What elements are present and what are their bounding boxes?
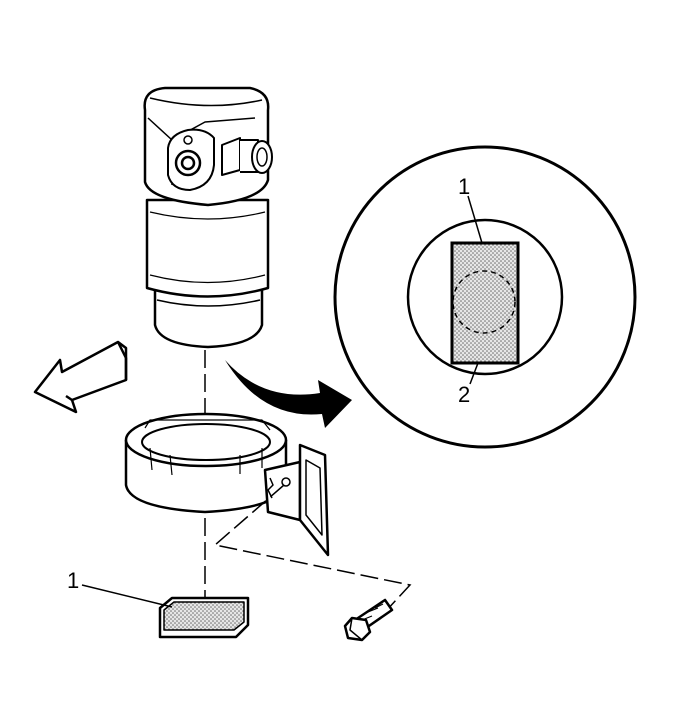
mounting-bolt bbox=[343, 598, 394, 642]
detail-callout-label-top: 1 bbox=[458, 174, 471, 199]
detail-callout-label-bottom: 2 bbox=[458, 382, 471, 407]
pad-callout-label: 1 bbox=[67, 568, 80, 593]
detail-view bbox=[333, 145, 637, 449]
removal-arrow-icon bbox=[33, 340, 128, 414]
drier-canister bbox=[143, 86, 273, 349]
pad-component bbox=[158, 596, 250, 639]
pad-leader-line bbox=[81, 584, 173, 608]
mounting-bracket bbox=[124, 412, 330, 557]
detail-pointer-arrow-icon bbox=[225, 360, 352, 428]
